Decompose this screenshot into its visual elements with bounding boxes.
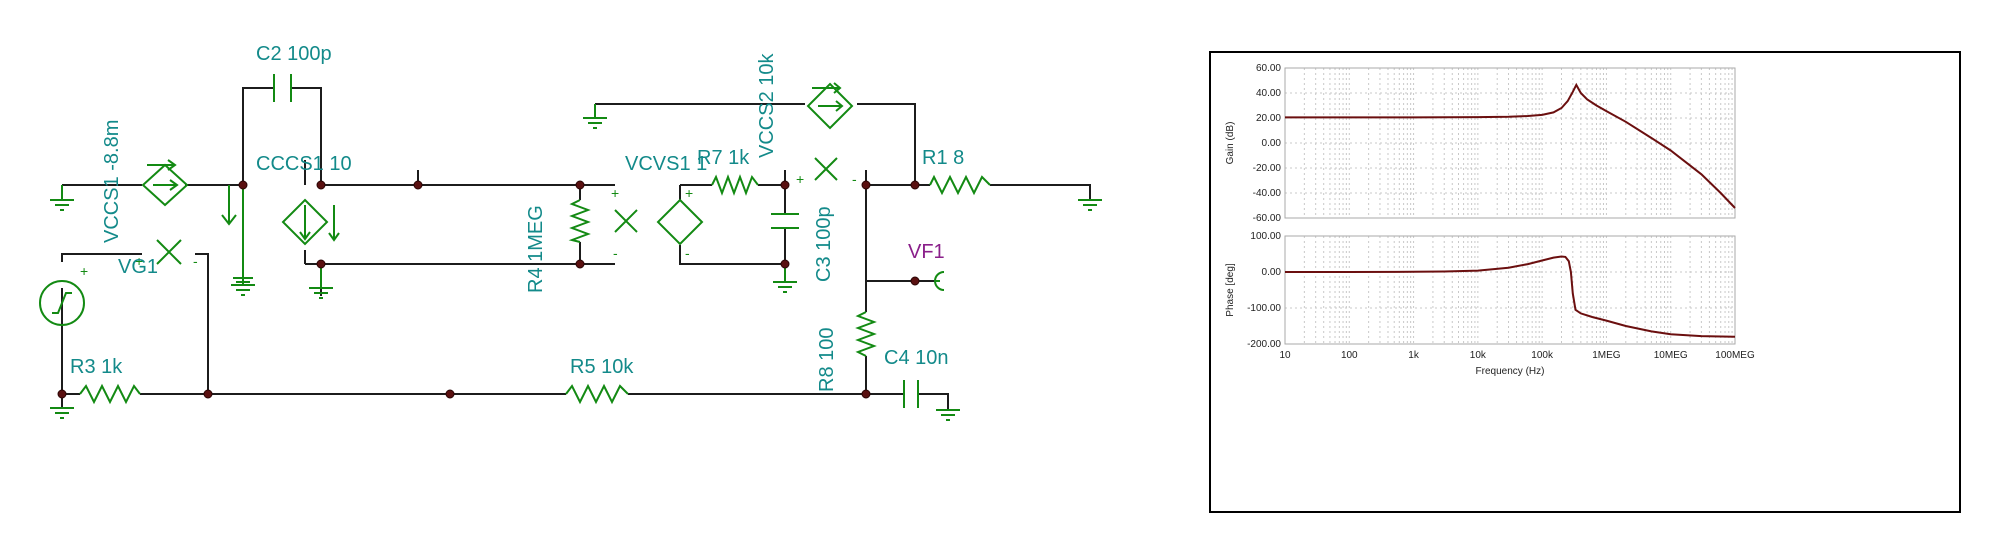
- x-tick-label: 1MEG: [1592, 350, 1621, 361]
- y-tick-label: 0.00: [1262, 267, 1282, 278]
- r4-resistor: [568, 199, 591, 243]
- label-r4: R4 1MEG: [525, 205, 547, 293]
- vg1-plus: +: [80, 263, 88, 279]
- y-tick-label: -60.00: [1253, 213, 1282, 224]
- y-axis-label: Gain (dB): [1225, 122, 1236, 165]
- y-tick-label: -40.00: [1253, 188, 1282, 199]
- vcvs1-plus: +: [685, 185, 693, 201]
- y-tick-label: -100.00: [1247, 303, 1281, 314]
- vccs1-sense-minus: -: [193, 253, 198, 269]
- label-r5: R5 10k: [570, 356, 634, 378]
- vcvs1-sense-plus: +: [611, 185, 619, 201]
- y-tick-label: 100.00: [1250, 231, 1281, 242]
- ground-vccs2: [583, 104, 607, 129]
- y-tick-label: -200.00: [1247, 339, 1281, 350]
- label-c2: C2 100p: [256, 43, 332, 65]
- c2-capacitor: [273, 74, 292, 102]
- r3-resistor: [79, 383, 141, 405]
- y-tick-label: 40.00: [1256, 88, 1281, 99]
- c4-capacitor: [903, 380, 919, 408]
- y-tick-label: -20.00: [1253, 163, 1282, 174]
- ground-right: [1078, 199, 1102, 211]
- vccs2-sense-minus: -: [852, 171, 857, 187]
- vccs1-source: [141, 159, 189, 207]
- c3-capacitor: [771, 213, 799, 229]
- label-r3: R3 1k: [70, 356, 123, 378]
- vg1-source: [39, 280, 85, 326]
- label-vccs1: VCCS1 -8.8m: [101, 120, 123, 243]
- label-cccs1: CCCS1 10: [256, 153, 352, 175]
- vccs2-sense: [814, 157, 838, 181]
- x-tick-label: 100k: [1531, 350, 1554, 361]
- plot-area: [1284, 235, 1736, 345]
- y-tick-label: 60.00: [1256, 63, 1281, 74]
- gain-plot: 60.00 40.00 20.00 0.00 -20.00 -40.00 -60.00 Gai…: [1225, 63, 1736, 224]
- vcvs1-sense: [614, 209, 638, 233]
- vcvs1-sense-minus: -: [613, 245, 618, 261]
- r5-resistor: [565, 383, 629, 405]
- series-line: [1285, 82, 1736, 209]
- label-vccs2: VCCS2 10k: [756, 53, 778, 158]
- ground-left: [50, 185, 74, 211]
- r1-resistor: [929, 174, 991, 196]
- vf1-probe: [934, 271, 945, 291]
- x-tick-label: 100: [1341, 350, 1358, 361]
- ground-c4: [936, 409, 960, 421]
- vccs1-sense: [156, 239, 182, 265]
- label-c4: C4 10n: [884, 347, 949, 369]
- x-tick-label: 100MEG: [1715, 350, 1755, 361]
- series-line: [1285, 255, 1736, 338]
- x-tick-label: 1k: [1408, 350, 1420, 361]
- label-r8: R8 100: [816, 328, 838, 393]
- ground-cccs1: [309, 264, 333, 299]
- ground-c3: [773, 264, 797, 293]
- cccs1-source: [281, 198, 340, 246]
- polarity-marks: + + - + - + - + -: [80, 171, 857, 279]
- phase-plot: 100.00 0.00 -100.00 -200.00 Phase [deg] 10 100…: [1225, 231, 1755, 377]
- ground-r3: [50, 407, 74, 419]
- y-tick-label: 20.00: [1256, 113, 1281, 124]
- x-tick-label: 10MEG: [1654, 350, 1688, 361]
- x-tick-label: 10k: [1470, 350, 1487, 361]
- label-r1: R1 8: [922, 147, 964, 169]
- x-tick-label: 10: [1279, 350, 1291, 361]
- component-labels: C2 100p CCCS1 10 VCCS1 -8.8m VG1 R3 1k R…: [70, 43, 964, 392]
- junction-nodes: [57, 180, 920, 399]
- label-vf1: VF1: [908, 241, 945, 263]
- vccs2-sense-plus: +: [796, 171, 804, 187]
- y-axis-label: Phase [deg]: [1225, 263, 1236, 317]
- label-r7: R7 1k: [697, 147, 750, 169]
- vcvs1-source: [656, 198, 704, 246]
- label-c3: C3 100p: [813, 206, 835, 282]
- vcvs1-minus: -: [685, 245, 690, 261]
- vccs1-sense-plus: +: [135, 253, 143, 269]
- x-axis-label: Frequency (Hz): [1476, 366, 1545, 377]
- y-tick-label: 0.00: [1262, 138, 1282, 149]
- r8-resistor: [855, 311, 877, 357]
- plot-area: [1284, 67, 1736, 219]
- bode-plot-frame: [1209, 51, 1961, 513]
- label-vcvs1: VCVS1 1: [625, 153, 707, 175]
- label-vg1: VG1: [118, 256, 158, 278]
- cccs1-sense: [221, 185, 255, 296]
- vccs2-source: [806, 82, 854, 130]
- r7-resistor: [711, 174, 759, 196]
